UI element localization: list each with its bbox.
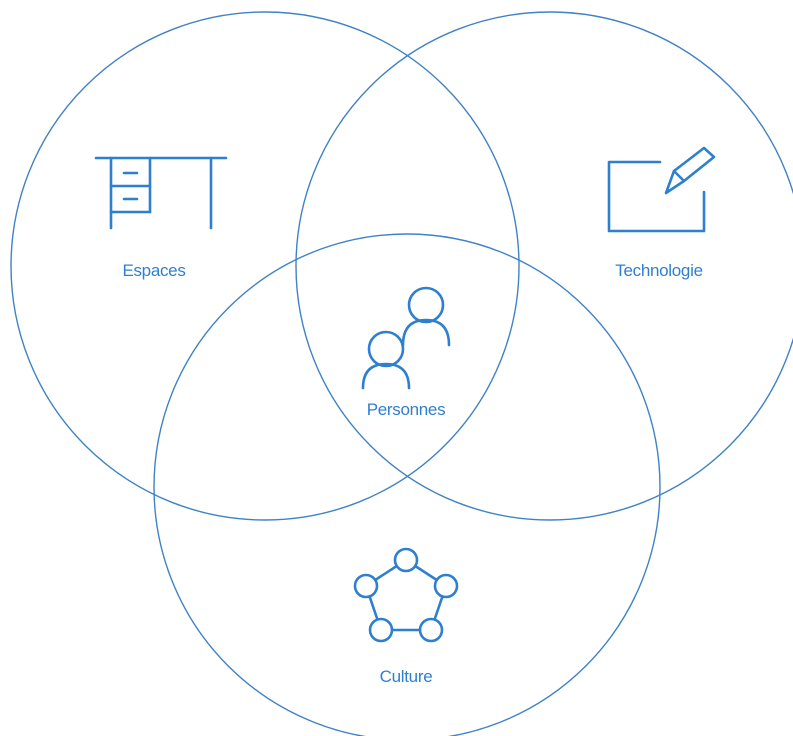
spaces-label: Espaces — [122, 261, 185, 280]
technology-label: Technologie — [615, 261, 702, 280]
technology-circle — [295, 11, 793, 521]
people-label: Personnes — [367, 400, 446, 419]
network-icon — [353, 547, 459, 643]
culture-label: Culture — [380, 667, 433, 686]
people-icon — [361, 286, 451, 390]
pen-tablet-icon — [607, 146, 716, 233]
spaces-circle — [10, 11, 520, 521]
culture-circle — [153, 233, 661, 736]
desk-icon — [94, 156, 228, 230]
